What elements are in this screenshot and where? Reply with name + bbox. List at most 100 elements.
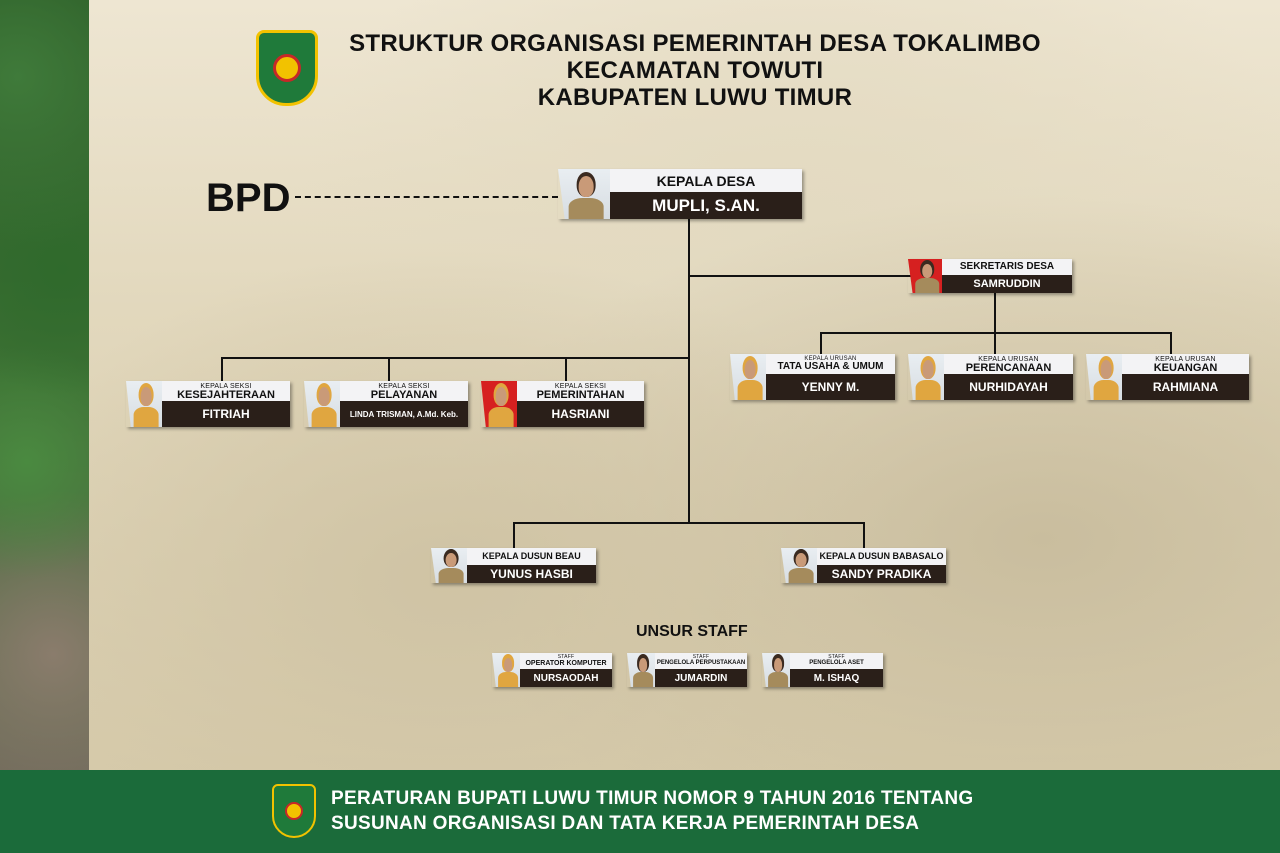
connector-dusun-horizontal — [513, 522, 865, 524]
card-kasi-pemerintahan: KEPALA SEKSI PEMERINTAHAN HASRIANI — [481, 381, 644, 427]
title-line-1: STRUKTUR ORGANISASI PEMERINTAH DESA TOKA… — [349, 30, 1041, 57]
person-silhouette-icon — [788, 552, 814, 583]
connector-kasi-horizontal — [221, 357, 690, 359]
luwu-timur-logo — [256, 30, 318, 106]
person-name: M. ISHAQ — [790, 669, 883, 687]
photo-kaur-tata-usaha — [730, 354, 770, 400]
position-label: KEPALA URUSAN KEUANGAN — [1122, 354, 1249, 374]
connector-kasi-2 — [388, 357, 390, 381]
position-title: KEUANGAN — [1153, 362, 1218, 374]
person-name: JUMARDIN — [655, 669, 747, 687]
position-sub-label: KEPALA SEKSI — [378, 383, 430, 390]
footer-line-1: PERATURAN BUPATI LUWU TIMUR NOMOR 9 TAHU… — [331, 788, 974, 809]
person-name: NURHIDAYAH — [944, 374, 1073, 400]
position-sub-label: KEPALA SEKSI — [200, 383, 252, 390]
person-silhouette-icon — [498, 657, 518, 687]
person-silhouette-icon — [633, 657, 653, 687]
card-kasi-pelayanan: KEPALA SEKSI PELAYANAN LINDA TRISMAN, A.… — [304, 381, 468, 427]
person-name: NURSAODAH — [520, 669, 612, 687]
photo-sekretaris-desa — [908, 259, 946, 293]
position-title: KESEJAHTERAAN — [177, 389, 275, 401]
position-title: PENGELOLA ASET — [809, 660, 864, 666]
position-label: STAFF PENGELOLA ASET — [790, 653, 883, 669]
person-name: MUPLI, S.AN. — [610, 192, 802, 219]
bpd-dashed-connector — [295, 196, 558, 198]
position-label: KEPALA SEKSI KESEJAHTERAAN — [162, 381, 290, 401]
person-name: HASRIANI — [517, 401, 644, 427]
card-sekretaris-desa: SEKRETARIS DESA SAMRUDDIN — [908, 259, 1072, 293]
person-silhouette-icon — [915, 360, 941, 400]
card-kadus-beau: KEPALA DUSUN BEAU YUNUS HASBI — [431, 548, 596, 583]
person-name: RAHMIANA — [1122, 374, 1249, 400]
connector-kasi-3 — [565, 357, 567, 381]
person-silhouette-icon — [768, 657, 788, 687]
connector-dusun-1 — [513, 522, 515, 548]
person-silhouette-icon — [488, 387, 514, 427]
card-kasi-kesejahteraan: KEPALA SEKSI KESEJAHTERAAN FITRIAH — [126, 381, 290, 427]
connector-to-sekretaris — [688, 275, 996, 277]
position-title: OPERATOR KOMPUTER — [525, 660, 607, 667]
position-sub-label: STAFF — [557, 654, 575, 660]
person-silhouette-icon — [133, 387, 159, 427]
person-name: SAMRUDDIN — [942, 275, 1072, 293]
position-title: PEMERINTAHAN — [536, 389, 625, 401]
bpd-label: BPD — [206, 176, 291, 220]
card-kadus-babasalo: KEPALA DUSUN BABASALO SANDY PRADIKA — [781, 548, 946, 583]
person-silhouette-icon — [568, 176, 604, 219]
photo-kasi-kesejahteraan — [126, 381, 166, 427]
connector-kaur-horizontal — [820, 332, 1172, 334]
person-name: YUNUS HASBI — [467, 565, 596, 583]
person-silhouette-icon — [438, 552, 464, 583]
position-sub-label: STAFF — [828, 654, 845, 660]
card-staff-aset: STAFF PENGELOLA ASET M. ISHAQ — [762, 653, 883, 687]
unsur-staff-heading: UNSUR STAFF — [636, 623, 748, 640]
position-sub-label: KEPALA URUSAN — [978, 356, 1039, 363]
connector-sekretaris-down — [994, 293, 996, 333]
person-silhouette-icon — [737, 360, 763, 400]
position-title: PENGELOLA PERPUSTAKAAN — [656, 660, 746, 666]
card-kaur-tata-usaha: KEPALA URUSAN TATA USAHA & UMUM YENNY M. — [730, 354, 895, 400]
position-sub-label: KEPALA URUSAN — [1155, 356, 1216, 363]
position-label: KEPALA DUSUN BABASALO — [817, 548, 946, 565]
position-label: KEPALA URUSAN PERENCANAAN — [944, 354, 1073, 374]
connector-main-vertical — [688, 219, 690, 524]
person-silhouette-icon — [915, 263, 939, 293]
position-label: KEPALA SEKSI PELAYANAN — [340, 381, 468, 401]
title-line-3: KABUPATEN LUWU TIMUR — [537, 84, 853, 111]
position-label: KEPALA DESA — [610, 169, 802, 192]
position-label: SEKRETARIS DESA — [942, 259, 1072, 275]
connector-dusun-2 — [863, 522, 865, 548]
footer-line-2: SUSUNAN ORGANISASI DAN TATA KERJA PEMERI… — [331, 813, 920, 834]
photo-kepala-desa — [558, 169, 614, 219]
position-title: PELAYANAN — [370, 389, 438, 401]
position-label: KEPALA URUSAN TATA USAHA & UMUM — [766, 354, 895, 374]
footer-bar: PERATURAN BUPATI LUWU TIMUR NOMOR 9 TAHU… — [0, 770, 1280, 853]
position-title: KEPALA DESA — [656, 172, 756, 189]
title-line-2: KECAMATAN TOWUTI — [566, 57, 824, 84]
person-name: FITRIAH — [162, 401, 290, 427]
person-name: SANDY PRADIKA — [817, 565, 946, 583]
connector-kaur-3 — [1170, 332, 1172, 354]
photo-kadus-beau — [431, 548, 471, 583]
foliage-strip-image — [0, 0, 89, 770]
position-label: KEPALA SEKSI PEMERINTAHAN — [517, 381, 644, 401]
connector-kasi-1 — [221, 357, 223, 381]
photo-kadus-babasalo — [781, 548, 821, 583]
position-sub-label: KEPALA SEKSI — [554, 383, 607, 390]
connector-kaur-2 — [994, 332, 996, 354]
position-title: KEPALA DUSUN BEAU — [482, 551, 581, 561]
card-kaur-keuangan: KEPALA URUSAN KEUANGAN RAHMIANA — [1086, 354, 1249, 400]
position-title: PERENCANAAN — [965, 362, 1052, 374]
footer-logo — [272, 784, 316, 838]
position-title: TATA USAHA & UMUM — [777, 361, 884, 372]
connector-kaur-1 — [820, 332, 822, 354]
person-name: YENNY M. — [766, 374, 895, 400]
position-sub-label: KEPALA URUSAN — [804, 356, 857, 362]
photo-kasi-pemerintahan — [481, 381, 521, 427]
position-sub-label: STAFF — [692, 654, 710, 660]
photo-staff-aset — [762, 653, 794, 687]
photo-staff-operator — [492, 653, 524, 687]
card-staff-operator: STAFF OPERATOR KOMPUTER NURSAODAH — [492, 653, 612, 687]
card-kaur-perencanaan: KEPALA URUSAN PERENCANAAN NURHIDAYAH — [908, 354, 1073, 400]
photo-kaur-perencanaan — [908, 354, 948, 400]
